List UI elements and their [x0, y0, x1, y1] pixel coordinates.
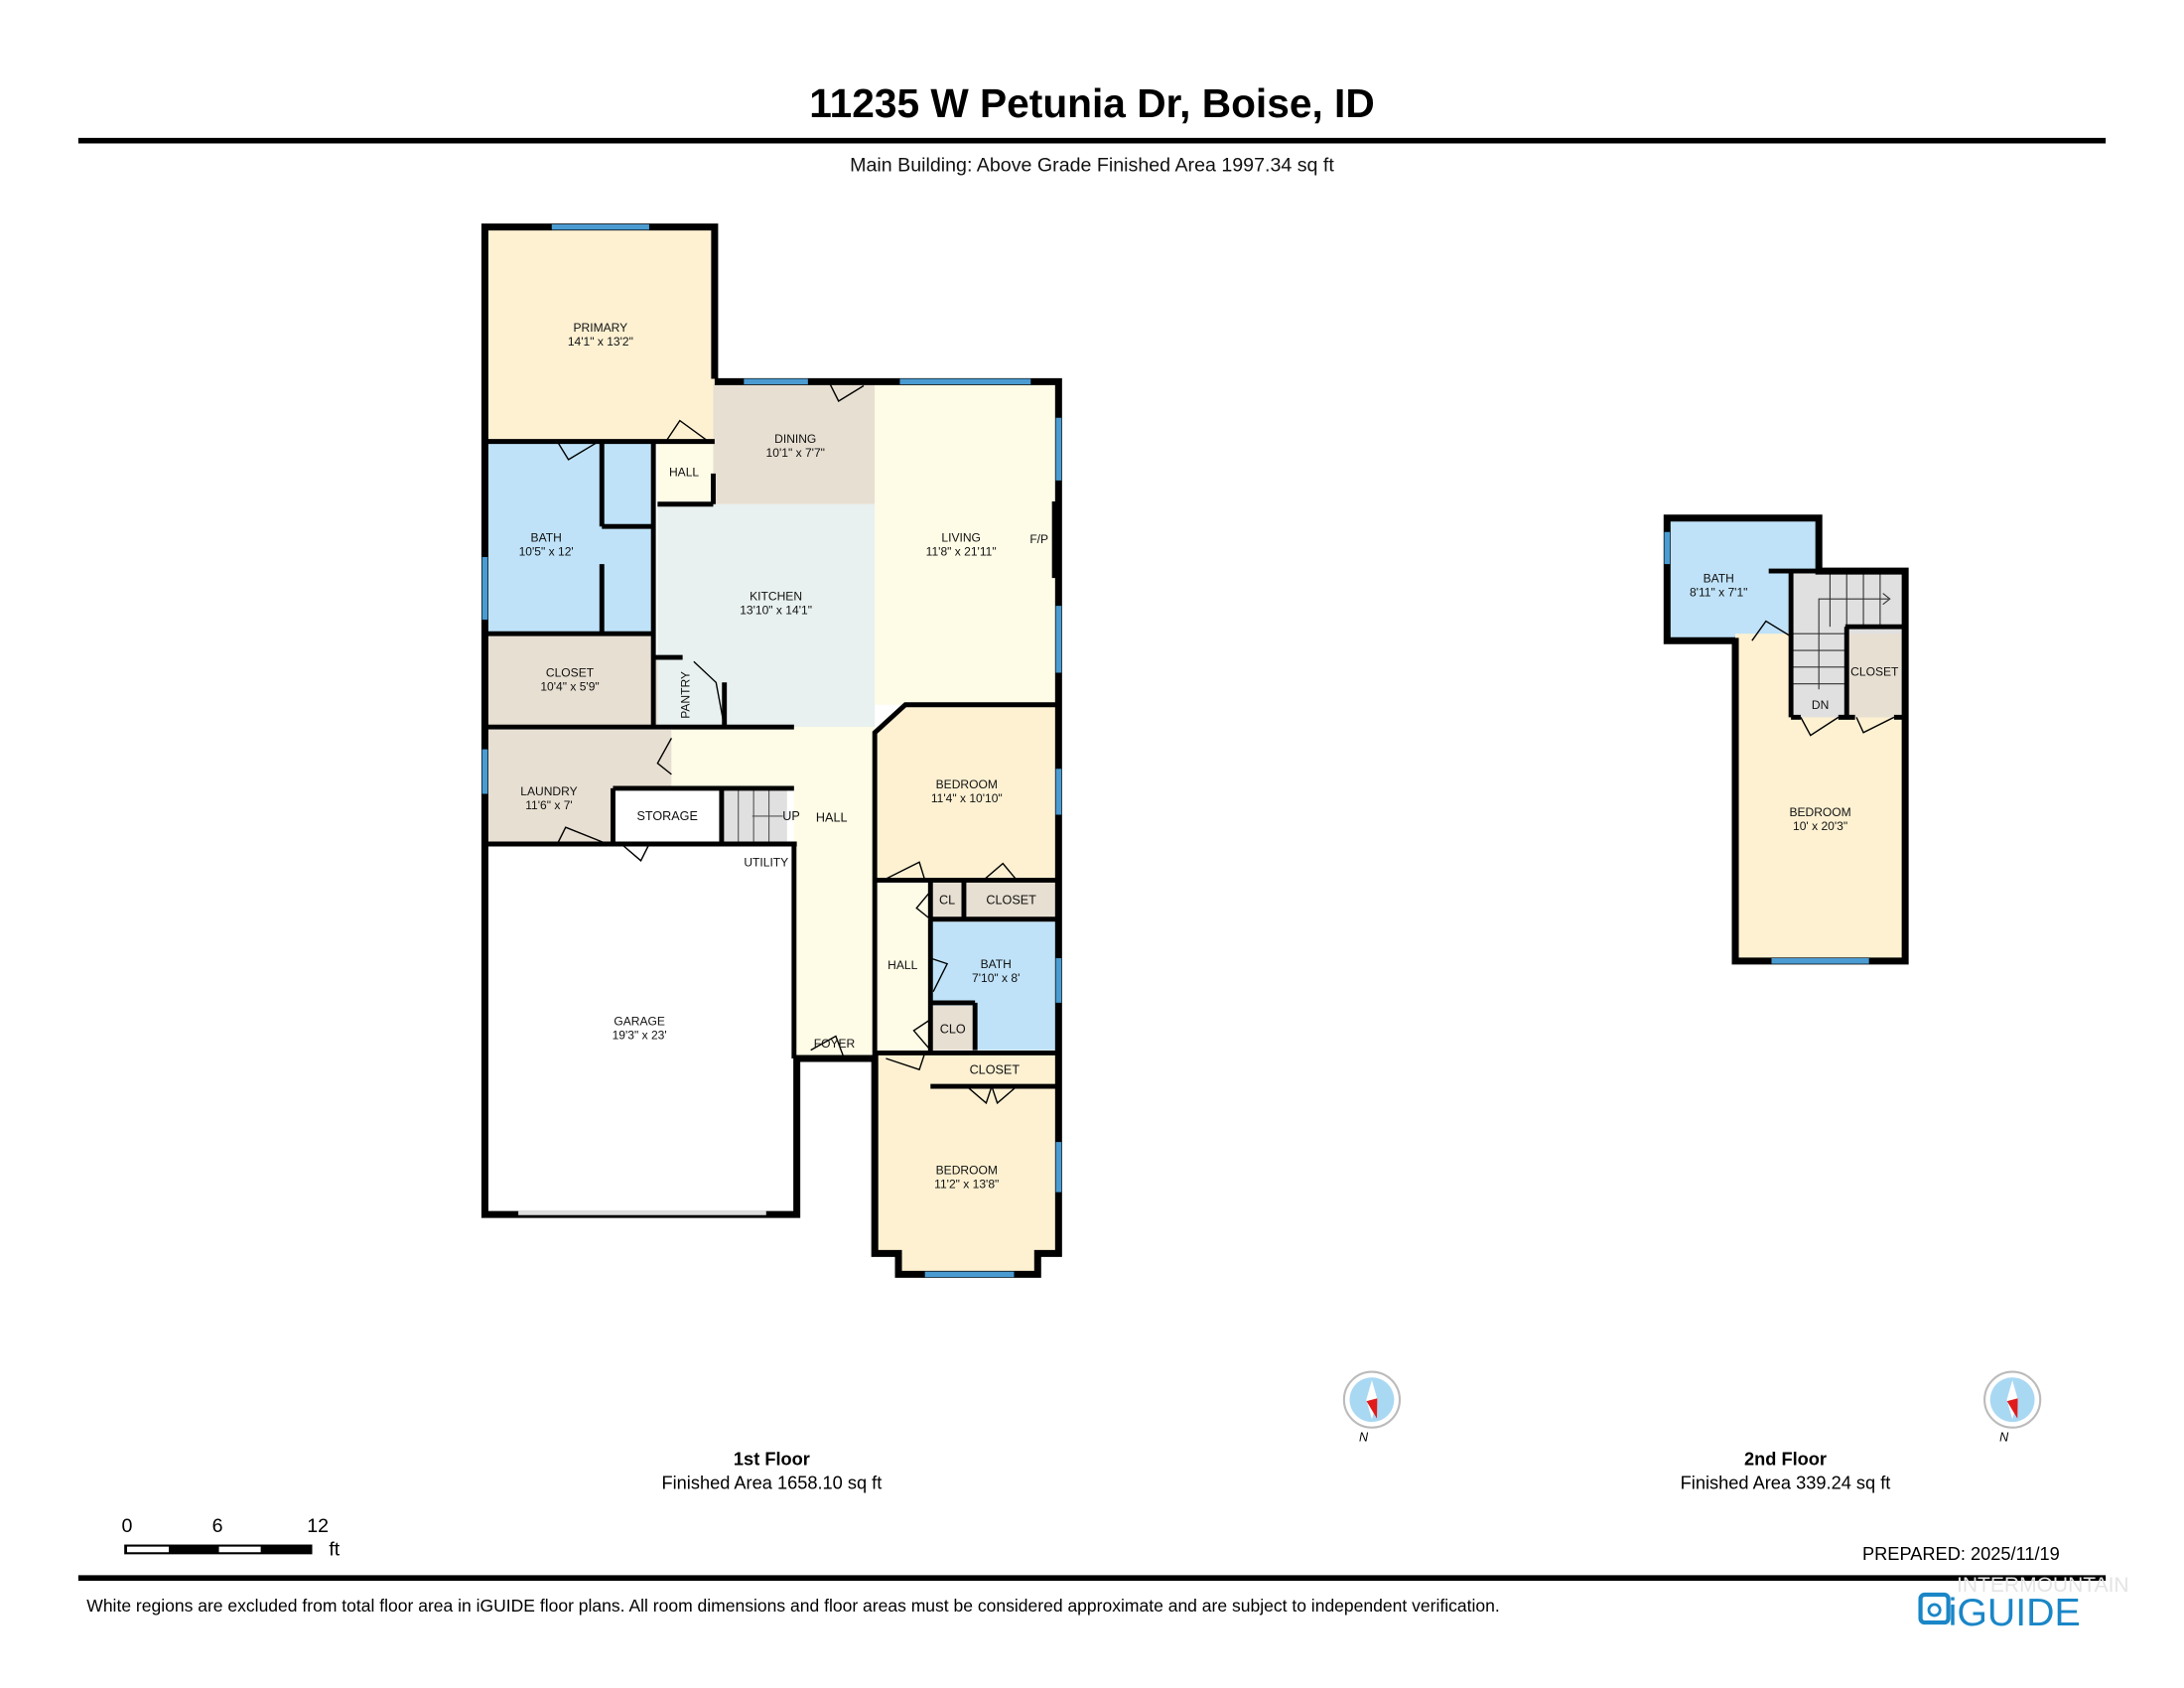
scale-unit: ft [329, 1539, 340, 1561]
label-clo: CLO [940, 1023, 966, 1037]
interior-walls [484, 439, 1059, 1089]
floor-2-label: 2nd Floor [1744, 1449, 1827, 1470]
stair-treads [738, 787, 783, 844]
room-closet-upper [1847, 633, 1901, 718]
room-dining [713, 384, 876, 504]
page-subtitle: Main Building: Above Grade Finished Area… [850, 155, 1334, 177]
room-cl [930, 880, 964, 919]
dims-garage: 19'3" x 23' [613, 1028, 667, 1042]
room-hall [671, 727, 876, 1059]
room-primary [484, 226, 715, 442]
dims-bath-2: 7'10" x 8' [972, 971, 1020, 985]
room-hall-2 [875, 880, 931, 1059]
label-closet: CLOSET [546, 666, 595, 680]
room-bedroom-2 [875, 1053, 1059, 1275]
label-closet-3: CLOSET [970, 1062, 1021, 1076]
north-label: N [1999, 1431, 2009, 1445]
label-closet-upper: CLOSET [1850, 664, 1899, 678]
floor-1-area: Finished Area 1658.10 sq ft [661, 1472, 882, 1492]
room-living [875, 384, 1059, 705]
label-hall-small: HALL [669, 466, 699, 480]
room-closet-2 [963, 880, 1059, 919]
floor-2-area: Finished Area 339.24 sq ft [1681, 1472, 1891, 1492]
label-foyer: FOYER [814, 1037, 856, 1051]
label-pantry: PANTRY [679, 671, 693, 719]
room-hall-small [657, 443, 714, 504]
dims-bedroom-1: 11'4" x 10'10" [931, 791, 1003, 805]
label-stairs-dn: DN [1812, 698, 1829, 712]
label-primary: PRIMARY [574, 321, 628, 335]
label-bath-2: BATH [981, 957, 1012, 971]
room-bedroom-1 [875, 704, 1059, 881]
dims-bedroom-2: 11'2" x 13'8" [934, 1177, 999, 1191]
dims-bath: 10'5" x 12' [519, 545, 574, 559]
logo-text: iGUIDE [1949, 1591, 2081, 1634]
label-kitchen: KITCHEN [750, 590, 802, 604]
room-clo [930, 1005, 976, 1051]
scale-bar: 0 6 12 ft [122, 1515, 341, 1561]
dims-bedroom-upper: 10' x 20'3" [1793, 819, 1847, 833]
label-hall: HALL [816, 811, 848, 825]
label-stairs-up: UP [782, 809, 800, 823]
dims-laundry: 11'6" x 7' [525, 798, 573, 812]
watermark: INTERMOUNTAIN [1957, 1574, 2129, 1597]
compass-icon: N [1983, 1370, 2042, 1445]
dims-kitchen: 13'10" x 14'1" [740, 604, 812, 618]
interior-walls-upper [1768, 568, 1906, 720]
room-storage [613, 787, 722, 844]
label-garage: GARAGE [614, 1014, 665, 1028]
label-storage: STORAGE [636, 809, 697, 823]
windows [481, 223, 1062, 1278]
scale-tick: 6 [212, 1515, 223, 1537]
label-bath: BATH [531, 531, 562, 545]
label-utility: UTILITY [744, 855, 788, 869]
stair-treads-upper [1791, 571, 1891, 690]
footer-divider [77, 1575, 2107, 1581]
label-bedroom-2: BEDROOM [936, 1163, 998, 1177]
room-closet [484, 633, 654, 728]
door-swings [556, 383, 1042, 1105]
floor-2-plan: BATH 8'11" x 7'1" CLOSET DN BEDROOM 10' … [1663, 514, 1909, 965]
iguide-logo: INTERMOUNTAIN iGUIDE [1918, 1574, 2129, 1634]
north-label: N [1359, 1431, 1369, 1445]
dims-bath-upper: 8'11" x 7'1" [1690, 585, 1747, 599]
label-dining: DINING [774, 432, 816, 446]
scale-tick: 12 [307, 1515, 329, 1537]
label-hall-2: HALL [887, 958, 917, 972]
room-garage [484, 844, 797, 1215]
dims-closet: 10'4" x 5'9" [540, 680, 599, 694]
room-bath [484, 441, 654, 634]
label-bath-upper: BATH [1704, 571, 1734, 585]
header-divider [77, 137, 2107, 144]
floor-1-plan: PRIMARY 14'1" x 13'2" BATH 10'5" x 12' C… [480, 223, 1062, 1278]
dims-living: 11'8" x 21'11" [926, 545, 997, 559]
label-bedroom-1: BEDROOM [936, 777, 998, 791]
page-title: 11235 W Petunia Dr, Boise, ID [809, 80, 1374, 126]
door-swings-upper [1751, 620, 1895, 737]
room-kitchen [657, 503, 876, 728]
label-closet-2: CLOSET [986, 893, 1036, 907]
scale-tick: 0 [122, 1515, 133, 1537]
compass-icon: N [1342, 1370, 1402, 1445]
dims-dining: 10'1" x 7'7" [766, 446, 825, 460]
label-bedroom-upper: BEDROOM [1789, 805, 1850, 819]
disclaimer: White regions are excluded from total fl… [86, 1596, 1499, 1616]
label-cl: CL [939, 893, 955, 907]
label-living: LIVING [941, 531, 981, 545]
exterior-wall [480, 223, 1062, 1278]
floor-1-label: 1st Floor [734, 1449, 810, 1470]
label-laundry: LAUNDRY [520, 784, 577, 798]
dims-primary: 14'1" x 13'2" [568, 335, 633, 349]
label-fireplace: F/P [1029, 532, 1048, 546]
prepared-date: PREPARED: 2025/11/19 [1862, 1543, 2060, 1564]
